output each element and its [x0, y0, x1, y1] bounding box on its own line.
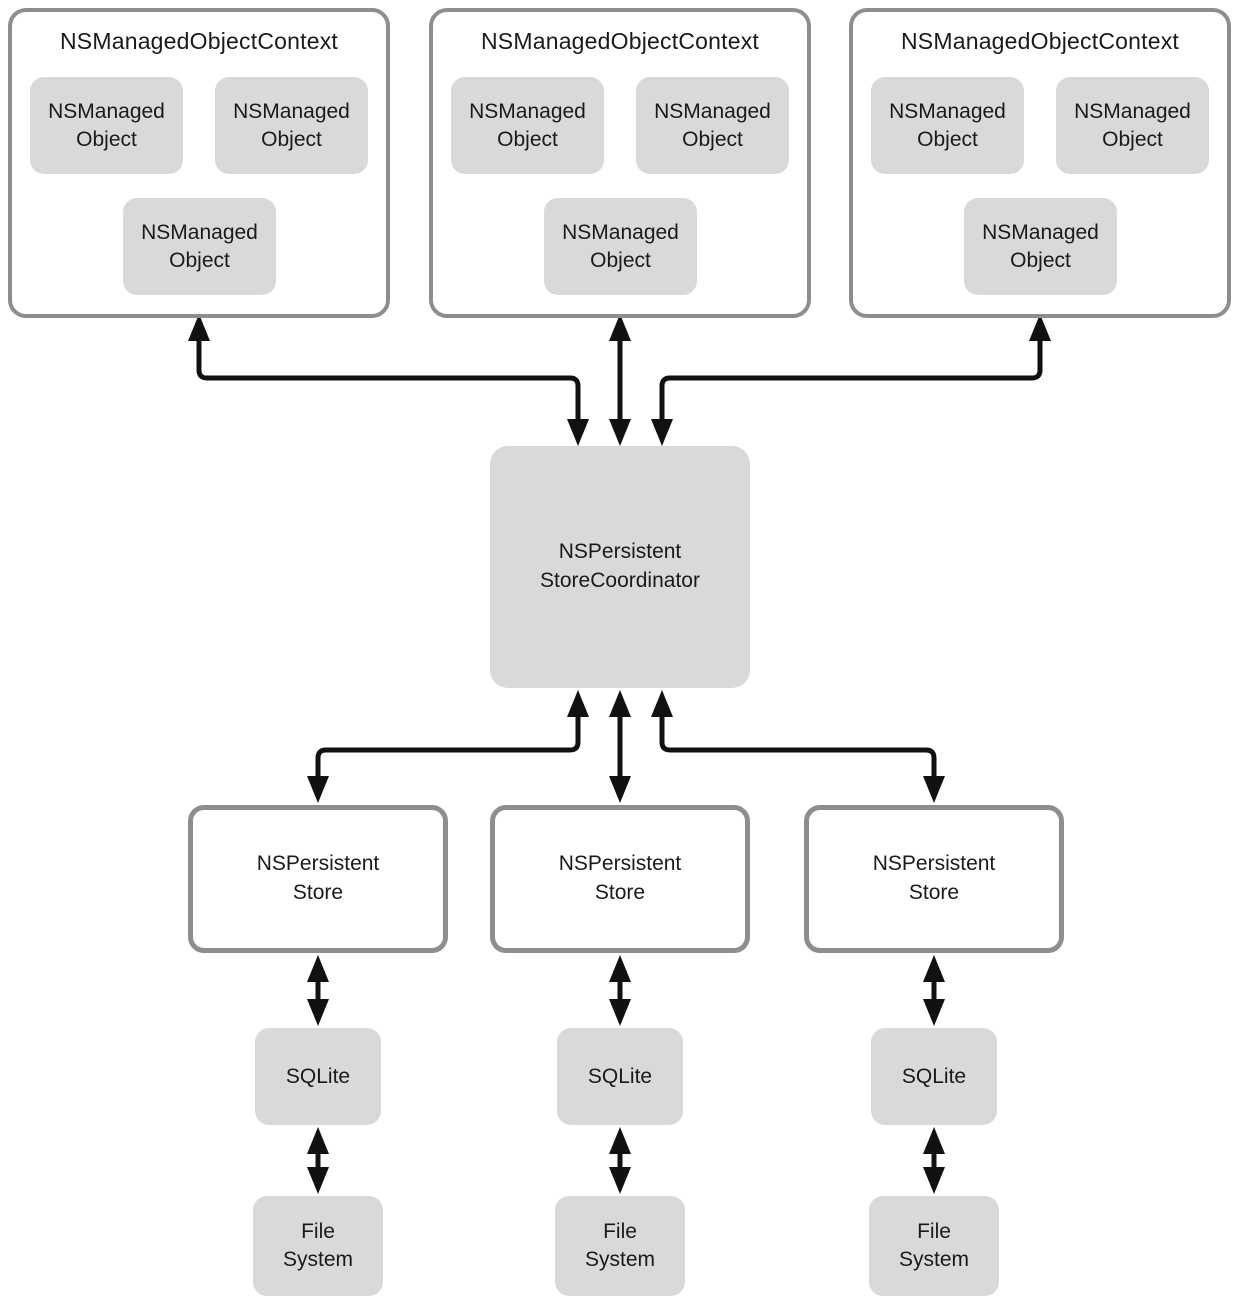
managed-object-context-box-3: NSManagedObjectContext NSManaged Object … [849, 8, 1231, 318]
store-label-line2: Store [292, 881, 344, 904]
managed-object-box: NSManaged Object [215, 77, 368, 174]
managed-object-context-box-2: NSManagedObjectContext NSManaged Object … [429, 8, 811, 318]
persistent-store-box-1: NSPersistent Store [188, 805, 448, 953]
managed-object-label-line2: Object [917, 127, 978, 151]
managed-object-label-line1: NSManaged [562, 220, 679, 244]
sqlite-box-3: SQLite [871, 1028, 997, 1125]
arrow-coordinator-to-store2 [609, 690, 631, 803]
managed-object-box: NSManaged Object [451, 77, 604, 174]
arrow-sqlite1-to-filesystem1 [307, 1127, 329, 1194]
managed-object-label-line2: Object [497, 127, 558, 151]
managed-object-label-line2: Object [1010, 248, 1071, 272]
managed-object-context-box-1: NSManagedObjectContext NSManaged Object … [8, 8, 390, 318]
context-title: NSManagedObjectContext [901, 28, 1179, 54]
file-system-label-line2: System [898, 1248, 969, 1271]
arrow-sqlite3-to-filesystem3 [923, 1127, 945, 1194]
managed-object-label-line1: NSManaged [469, 99, 586, 123]
managed-object-label-line2: Object [169, 248, 230, 272]
arrow-sqlite2-to-filesystem2 [609, 1127, 631, 1194]
store-label-line1: NSPersistent [872, 852, 996, 876]
managed-object-label-line1: NSManaged [141, 220, 258, 244]
coordinator-label-line1: NSPersistent [558, 540, 682, 564]
managed-object-box: NSManaged Object [30, 77, 183, 174]
managed-object-box: NSManaged Object [1056, 77, 1209, 174]
arrow-store1-to-sqlite1 [307, 955, 329, 1026]
file-system-label-line1: File [603, 1220, 637, 1244]
arrow-context2-to-coordinator [609, 314, 631, 446]
managed-object-label-line2: Object [76, 127, 137, 151]
file-system-label-line1: File [301, 1220, 335, 1244]
file-system-box-2: File System [555, 1196, 685, 1296]
store-label-line1: NSPersistent [256, 852, 380, 876]
persistent-store-box-3: NSPersistent Store [804, 805, 1064, 953]
file-system-box-3: File System [869, 1196, 999, 1296]
managed-object-label-line1: NSManaged [233, 99, 350, 123]
managed-object-label-line2: Object [590, 248, 651, 272]
arrow-context3-to-coordinator [651, 314, 1051, 446]
store-label-line1: NSPersistent [558, 852, 682, 876]
managed-object-label-line2: Object [1102, 127, 1163, 151]
arrow-context1-to-coordinator [188, 314, 589, 446]
arrow-coordinator-to-store1 [307, 690, 589, 803]
managed-object-label-line1: NSManaged [654, 99, 771, 123]
persistent-store-coordinator-box: NSPersistent StoreCoordinator [490, 446, 750, 688]
coordinator-label-line2: StoreCoordinator [540, 569, 700, 592]
arrow-coordinator-to-store3 [651, 690, 945, 803]
persistent-store-box-2: NSPersistent Store [490, 805, 750, 953]
managed-object-label-line1: NSManaged [889, 99, 1006, 123]
file-system-box-1: File System [253, 1196, 383, 1296]
managed-object-label-line1: NSManaged [982, 220, 1099, 244]
sqlite-label: SQLite [587, 1064, 653, 1088]
managed-object-label-line2: Object [682, 127, 743, 151]
sqlite-box-1: SQLite [255, 1028, 381, 1125]
store-label-line2: Store [594, 881, 646, 904]
file-system-label-line2: System [282, 1248, 353, 1271]
file-system-label-line1: File [917, 1220, 951, 1244]
managed-object-box: NSManaged Object [871, 77, 1024, 174]
context-title: NSManagedObjectContext [60, 28, 338, 54]
arrow-store2-to-sqlite2 [609, 955, 631, 1026]
managed-object-box: NSManaged Object [636, 77, 789, 174]
sqlite-label: SQLite [285, 1064, 351, 1088]
file-system-label-line2: System [584, 1248, 655, 1271]
sqlite-label: SQLite [901, 1064, 967, 1088]
managed-object-label-line2: Object [261, 127, 322, 151]
managed-object-box: NSManaged Object [123, 198, 276, 295]
managed-object-box: NSManaged Object [544, 198, 697, 295]
arrow-store3-to-sqlite3 [923, 955, 945, 1026]
context-title: NSManagedObjectContext [481, 28, 759, 54]
sqlite-box-2: SQLite [557, 1028, 683, 1125]
store-label-line2: Store [908, 881, 960, 904]
managed-object-label-line1: NSManaged [48, 99, 165, 123]
managed-object-label-line1: NSManaged [1074, 99, 1191, 123]
managed-object-box: NSManaged Object [964, 198, 1117, 295]
